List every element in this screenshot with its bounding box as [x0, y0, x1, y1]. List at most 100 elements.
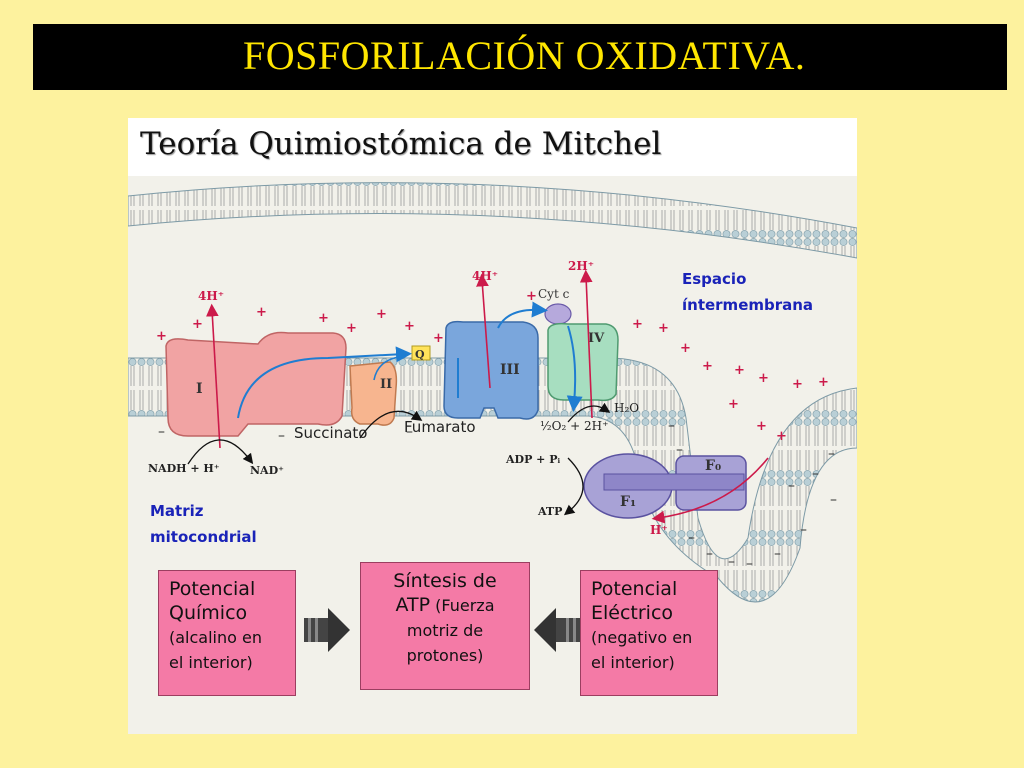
- complex-i-shape: [165, 331, 347, 437]
- svg-text:–: –: [800, 522, 807, 538]
- succinate-arrow: [359, 410, 423, 439]
- diagram-panel: Teoría Quimiostómica de Mitchel: [128, 118, 857, 734]
- sintesis-line-4: protones): [406, 646, 484, 665]
- potencial-quimico-box: Potencial Químico (alcalino en el interi…: [158, 570, 296, 696]
- svg-text:–: –: [688, 530, 695, 546]
- svg-text:+: +: [758, 371, 769, 386]
- atp-label: ATP: [537, 505, 562, 518]
- sintesis-line-2a: ATP: [395, 594, 431, 616]
- proton-arrow-iii: [476, 273, 491, 389]
- svg-text:–: –: [668, 418, 675, 434]
- svg-text:–: –: [158, 424, 165, 440]
- svg-text:–: –: [828, 446, 835, 462]
- diagram-subtitle: Teoría Quimiostómica de Mitchel: [140, 126, 662, 162]
- svg-text:+: +: [680, 341, 691, 356]
- proton-arrow-i: [205, 303, 221, 449]
- proton-label-i: 4H⁺: [198, 289, 224, 303]
- nadh-label: NADH + H⁺: [148, 462, 220, 475]
- svg-text:–: –: [830, 492, 837, 508]
- title-bar: FOSFORILACIÓN OXIDATIVA.: [33, 24, 1007, 90]
- svg-text:+: +: [734, 363, 745, 378]
- complex-ii-label: II: [380, 377, 392, 392]
- svg-text:+: +: [756, 419, 767, 434]
- espacio-label-1: Espacio: [682, 270, 747, 288]
- svg-text:–: –: [676, 442, 683, 458]
- svg-text:+: +: [702, 359, 713, 374]
- adp-arrow: [563, 457, 584, 516]
- svg-text:–: –: [706, 546, 713, 562]
- page-title: FOSFORILACIÓN OXIDATIVA.: [243, 33, 806, 78]
- cyt-c-label: Cyt c: [538, 287, 570, 301]
- f0-label: F₀: [705, 458, 721, 474]
- quimico-line-4: el interior): [169, 653, 253, 672]
- membrane-diagram: I II Q III Cyt c IV F₀ F₁: [128, 182, 857, 603]
- potencial-electrico-box: Potencial Eléctrico (negativo en el inte…: [580, 570, 718, 696]
- proton-out-label: H⁺: [650, 523, 668, 537]
- svg-text:+: +: [776, 429, 787, 444]
- right-arrow-icon: [304, 608, 350, 652]
- electrico-line-1: Potencial: [591, 578, 678, 600]
- complex-i-label: I: [196, 381, 203, 397]
- svg-text:–: –: [278, 428, 285, 444]
- svg-text:–: –: [812, 466, 819, 482]
- left-arrow-icon: [534, 608, 580, 652]
- electron-path-i: [237, 346, 412, 419]
- complex-iii-label: III: [500, 362, 520, 378]
- complex-ii-shape: [349, 361, 398, 426]
- svg-text:+: +: [376, 307, 387, 322]
- atp-synthase-stalk: [603, 473, 745, 491]
- svg-text:+: +: [156, 329, 167, 344]
- proton-arrow-synthase: [651, 457, 769, 524]
- sintesis-line-3: motriz de: [406, 621, 484, 640]
- fumarato-label: Fumarato: [404, 418, 476, 436]
- svg-text:–: –: [746, 556, 753, 572]
- svg-text:+: +: [192, 317, 203, 332]
- electrico-line-4: el interior): [591, 653, 675, 672]
- adp-label: ADP + Pᵢ: [505, 453, 560, 466]
- water-label: H₂O: [614, 401, 639, 415]
- svg-text:+: +: [818, 375, 829, 390]
- nadh-arrow: [187, 439, 254, 465]
- ubiquinone-label: Q: [415, 348, 425, 361]
- svg-text:+: +: [792, 377, 803, 392]
- quimico-line-2: Químico: [169, 602, 248, 624]
- succinato-label: Succinato: [294, 424, 368, 442]
- svg-text:+: +: [658, 321, 669, 336]
- svg-text:–: –: [774, 546, 781, 562]
- svg-text:+: +: [728, 397, 739, 412]
- electrico-line-3: (negativo en: [591, 628, 693, 647]
- svg-text:–: –: [406, 424, 413, 440]
- matriz-label-1: Matriz: [150, 502, 204, 520]
- outer-membrane: [128, 182, 857, 259]
- f1-label: F₁: [620, 494, 636, 510]
- electrico-line-2: Eléctrico: [591, 602, 674, 624]
- complex-iv-label: IV: [588, 331, 605, 346]
- proton-arrow-iv: [579, 269, 593, 419]
- espacio-label-2: íntermembrana: [682, 296, 814, 314]
- svg-text:–: –: [728, 554, 735, 570]
- svg-text:–: –: [788, 478, 795, 494]
- svg-text:+: +: [632, 317, 643, 332]
- electron-path-ii: [373, 355, 407, 381]
- complex-iv-shape: [547, 322, 619, 402]
- proton-label-iv: 2H⁺: [568, 259, 594, 273]
- ubiquinone-box: [411, 345, 431, 361]
- electron-path-iv: [566, 325, 583, 412]
- sintesis-line-1: Síntesis de: [393, 570, 497, 592]
- svg-text:+: +: [318, 311, 329, 326]
- nad-label: NAD⁺: [250, 464, 284, 477]
- quimico-line-1: Potencial: [169, 578, 256, 600]
- sintesis-line-2b: (Fuerza: [430, 596, 495, 615]
- proton-label-iii: 4H⁺: [472, 269, 498, 283]
- svg-text:+: +: [404, 319, 415, 334]
- positive-charges: ++++ ++++ ++++ ++++ ++++: [156, 289, 829, 444]
- svg-text:+: +: [433, 331, 444, 346]
- matriz-label-2: mitocondrial: [150, 528, 257, 546]
- svg-text:+: +: [346, 321, 357, 336]
- sintesis-atp-box: Síntesis de ATP (Fuerza motriz de proton…: [360, 562, 530, 690]
- quimico-line-3: (alcalino en: [169, 628, 262, 647]
- electron-path-iii: [457, 310, 540, 398]
- oxygen-arrow: [567, 402, 611, 423]
- complex-iii-shape: [443, 320, 539, 420]
- svg-text:+: +: [256, 305, 267, 320]
